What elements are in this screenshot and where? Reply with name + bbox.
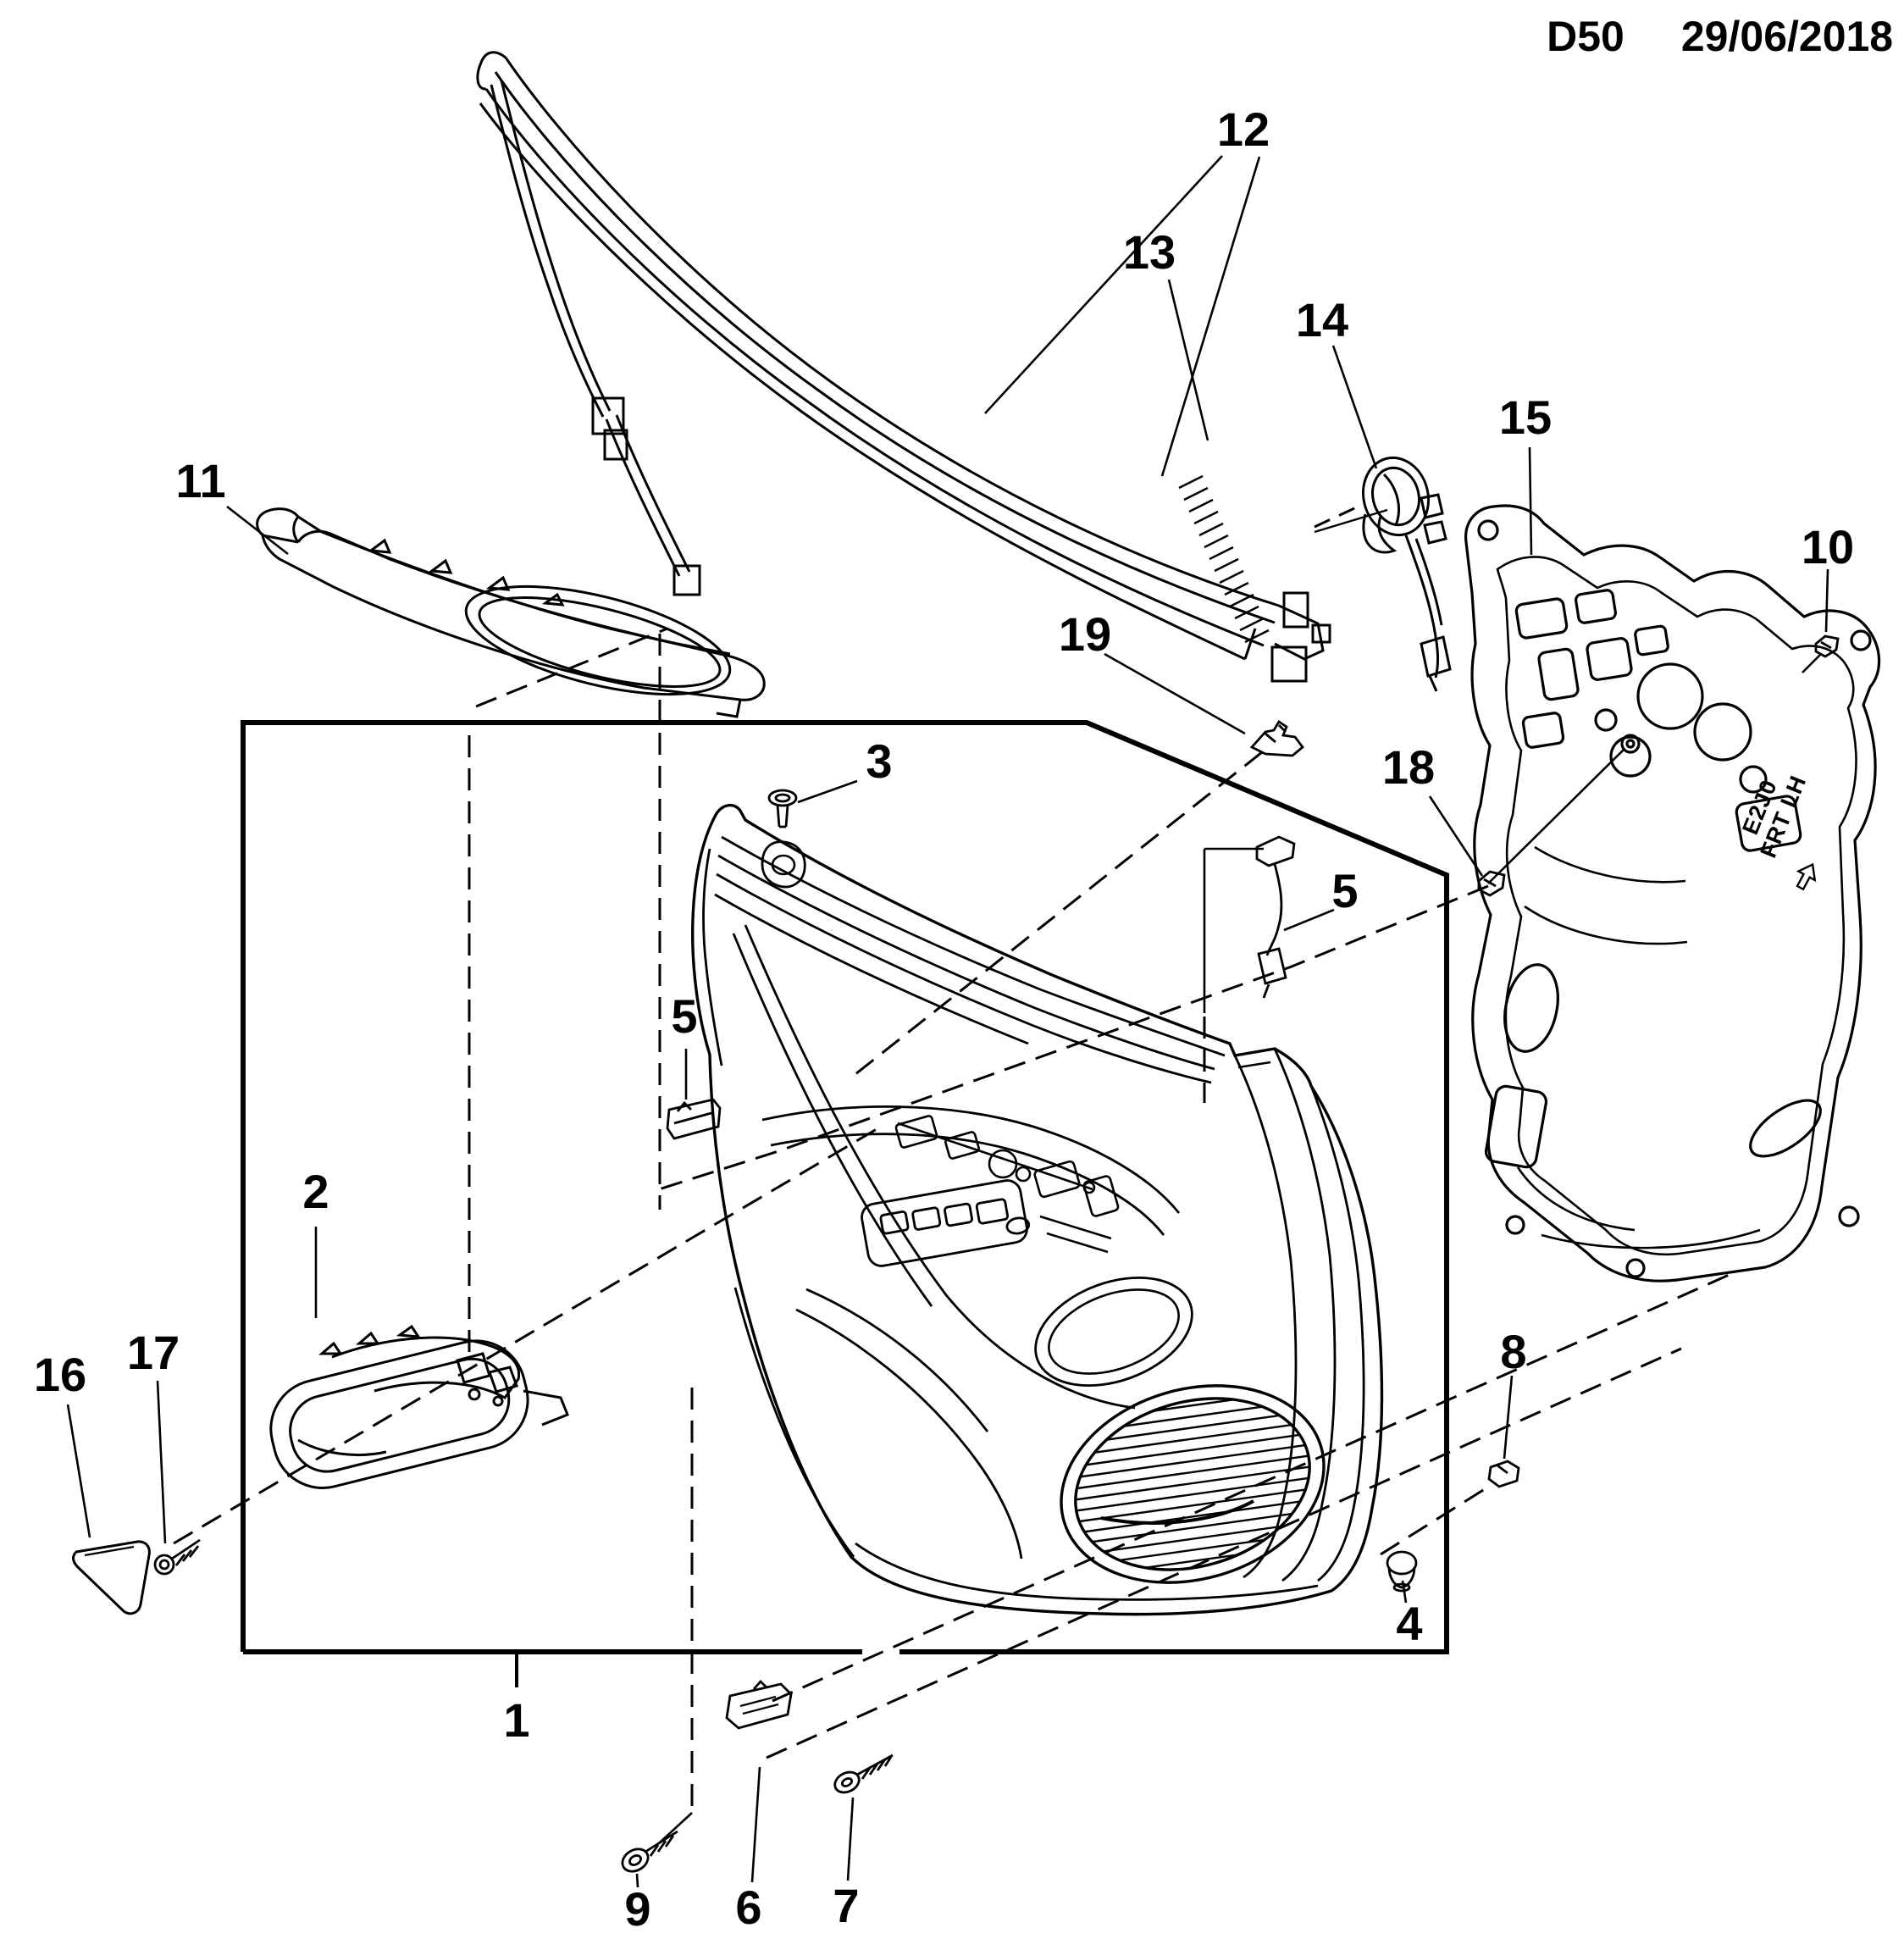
water-deflector	[1464, 504, 1881, 1283]
glass-run-channel	[476, 51, 1331, 683]
deflector-marking: E2J0 FRT LH	[1737, 772, 1817, 891]
callout-19-label: 19	[1059, 607, 1111, 661]
handle-bezel-2	[269, 1324, 569, 1490]
callout-6-label: 6	[735, 1881, 761, 1934]
clip-5-right-with-wire	[1255, 835, 1296, 999]
callout-12-label: 12	[1217, 102, 1270, 156]
clip-19	[1249, 720, 1304, 757]
callout-17-label: 17	[127, 1326, 180, 1379]
callout-10-label: 10	[1802, 520, 1854, 573]
door-trim-panel	[691, 803, 1384, 1616]
page-code: D50	[1547, 13, 1624, 60]
clip-8	[1487, 1460, 1520, 1488]
callout-8-label: 8	[1500, 1325, 1526, 1378]
callout-16-label: 16	[34, 1348, 86, 1401]
callout-1-label: 1	[503, 1693, 529, 1747]
clip-5-left	[666, 1098, 722, 1140]
callout-15-label: 15	[1499, 391, 1552, 444]
callout-4-label: 4	[1396, 1597, 1422, 1650]
part1-boundary-box	[241, 720, 1449, 1687]
page-date: 29/06/2018	[1681, 13, 1893, 60]
alignment-dash-lines	[173, 627, 1735, 1813]
callout-3-label: 3	[866, 734, 892, 788]
grommet-14	[1314, 456, 1452, 692]
callout-2-label: 2	[302, 1165, 329, 1218]
screw-9	[621, 1830, 678, 1873]
cover-16	[72, 1540, 151, 1615]
bracket-and-bend-lines	[658, 748, 1625, 1844]
screw-7	[833, 1753, 894, 1794]
bumper-4	[1386, 1550, 1418, 1593]
callout-5-label: 5	[671, 989, 697, 1043]
clip-10	[1814, 634, 1840, 658]
trim-strip-11	[256, 507, 766, 718]
screw-17	[153, 1538, 201, 1576]
callout-9-label: 9	[624, 1882, 650, 1935]
callout-18-label: 18	[1382, 740, 1435, 794]
callout-14-label: 14	[1296, 293, 1348, 346]
clip-6-plate	[725, 1679, 793, 1730]
callout-11-label: 11	[175, 454, 225, 507]
callout-5-label: 5	[1331, 864, 1358, 917]
leader-lines	[66, 155, 1829, 1888]
callout-7-label: 7	[833, 1879, 859, 1932]
grommet-14-align-dash	[1314, 501, 1366, 529]
callout-13-label: 13	[1123, 225, 1176, 279]
grommet-3	[767, 789, 798, 828]
direction-arrow-icon	[1796, 862, 1817, 891]
